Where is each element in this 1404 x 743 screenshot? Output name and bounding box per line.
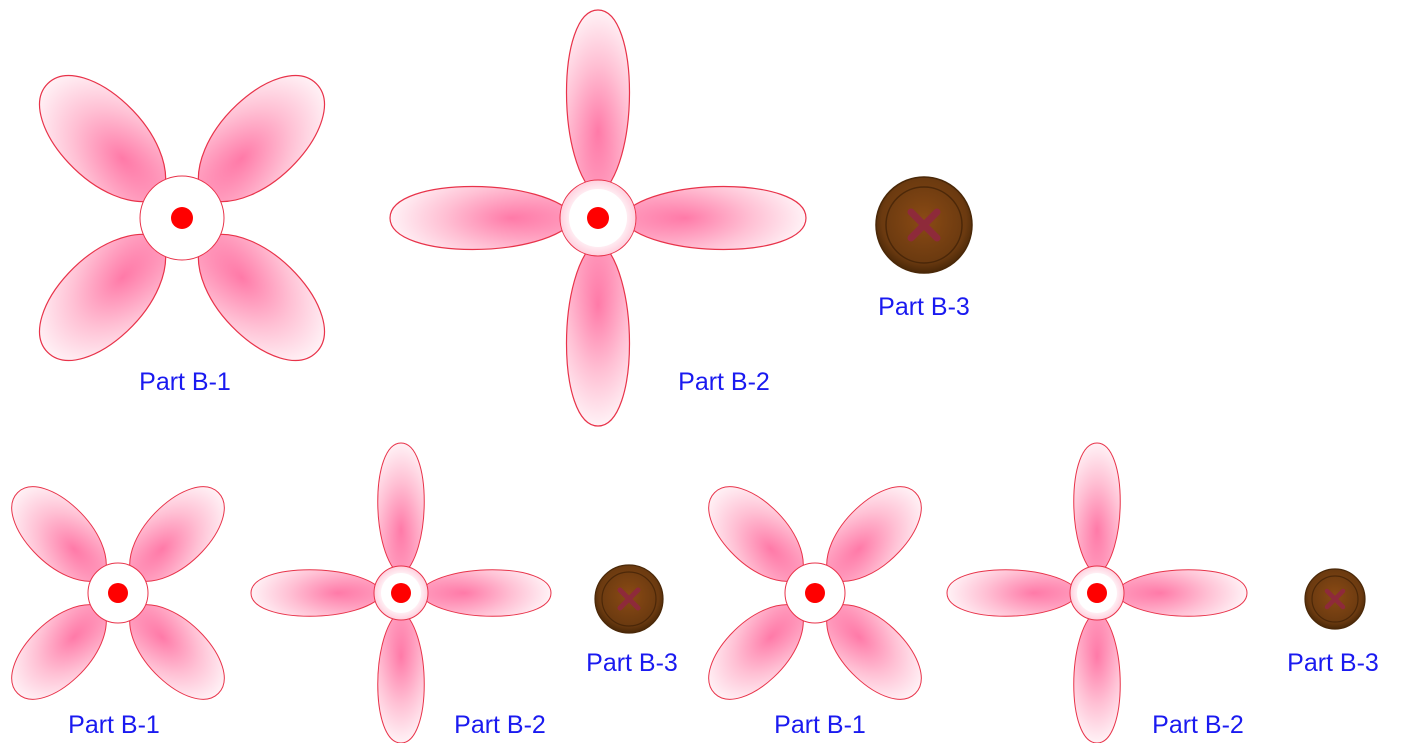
flower-center-dot (108, 583, 128, 603)
petal (377, 442, 425, 577)
flower-center-dot (587, 207, 609, 229)
flower-center-dot (391, 583, 411, 603)
flower-b2-small-left (250, 442, 552, 743)
petal (1113, 569, 1248, 617)
petal (377, 609, 425, 743)
label-part-b1-bottom-right: Part B-1 (774, 711, 866, 739)
petal (250, 569, 385, 617)
petal (39, 75, 167, 203)
label-part-b3-bottom-left: Part B-3 (586, 649, 678, 677)
button-b3-small-right (1304, 568, 1366, 630)
petal (1073, 442, 1121, 577)
flower-b2-small-right (946, 442, 1248, 743)
petal (389, 185, 577, 251)
label-part-b1-bottom-left: Part B-1 (68, 711, 160, 739)
button-b3-small-left (594, 564, 664, 634)
petal (708, 604, 804, 700)
button-x-stitch (617, 587, 641, 611)
button-x-stitch (907, 208, 941, 242)
petal (1073, 609, 1121, 743)
petal (565, 9, 631, 197)
petal (197, 233, 325, 361)
label-part-b1-top: Part B-1 (139, 368, 231, 396)
flower-center-dot (1087, 583, 1107, 603)
label-part-b2-bottom-left: Part B-2 (454, 711, 546, 739)
button-x-stitch (1324, 588, 1346, 610)
petal (417, 569, 552, 617)
button-b3-large (875, 176, 973, 274)
petal (565, 239, 631, 427)
petal (946, 569, 1081, 617)
petal (197, 75, 325, 203)
petal (39, 233, 167, 361)
petal (11, 604, 107, 700)
flower-center-dot (805, 583, 825, 603)
petal (619, 185, 807, 251)
petal (129, 486, 225, 582)
petal (708, 486, 804, 582)
flower-b1-small-right (708, 486, 922, 700)
petal (11, 486, 107, 582)
flower-b1-small-left (11, 486, 225, 700)
petal (826, 604, 922, 700)
label-part-b2-bottom-right: Part B-2 (1152, 711, 1244, 739)
petal (826, 486, 922, 582)
flower-center-dot (171, 207, 193, 229)
label-part-b3-bottom-right: Part B-3 (1287, 649, 1379, 677)
petal (129, 604, 225, 700)
flower-b2-large (389, 9, 807, 427)
label-part-b3-top: Part B-3 (878, 293, 970, 321)
label-part-b2-top: Part B-2 (678, 368, 770, 396)
flower-b1-large (39, 75, 325, 361)
